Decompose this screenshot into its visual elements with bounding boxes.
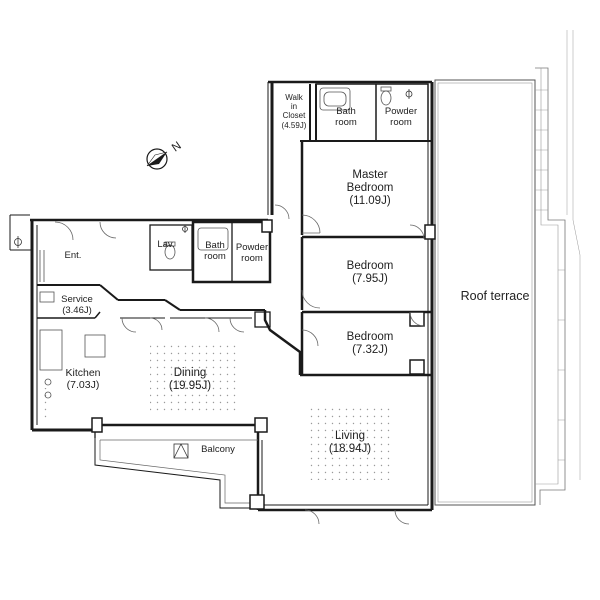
room-label-living: Living (18.94J) <box>328 430 372 456</box>
room-label-powder-mid: Powder room <box>235 242 269 264</box>
doors <box>54 204 425 525</box>
roof-terrace-area <box>434 30 581 506</box>
columns <box>91 219 436 510</box>
room-label-dining: Dining (19.95J) <box>168 367 212 393</box>
room-label-walk-in-closet: Walk in Closet (4.59J) <box>281 93 307 130</box>
room-label-kitchen: Kitchen (7.03J) <box>65 367 101 392</box>
room-label-bedroom-1: Bedroom (7.95J) <box>346 260 394 286</box>
vent-symbols <box>14 89 413 248</box>
fixtures <box>39 86 392 459</box>
room-label-bath-top: Bath room <box>335 106 357 128</box>
room-label-master-bedroom: Master Bedroom (11.09J) <box>346 169 394 208</box>
room-label-bath-mid: Bath room <box>204 240 226 262</box>
room-label-roof-terrace: Roof terrace <box>460 289 530 303</box>
room-label-powder-top: Powder room <box>384 106 418 128</box>
room-label-balcony: Balcony <box>201 444 235 455</box>
room-label-bedroom-2: Bedroom (7.32J) <box>346 331 394 357</box>
room-label-lavatory: Lav. <box>157 239 175 250</box>
room-label-entrance: Ent. <box>64 250 82 261</box>
compass-icon <box>146 148 168 170</box>
flooring-pattern <box>40 345 390 480</box>
room-label-service: Service (3.46J) <box>61 294 93 316</box>
